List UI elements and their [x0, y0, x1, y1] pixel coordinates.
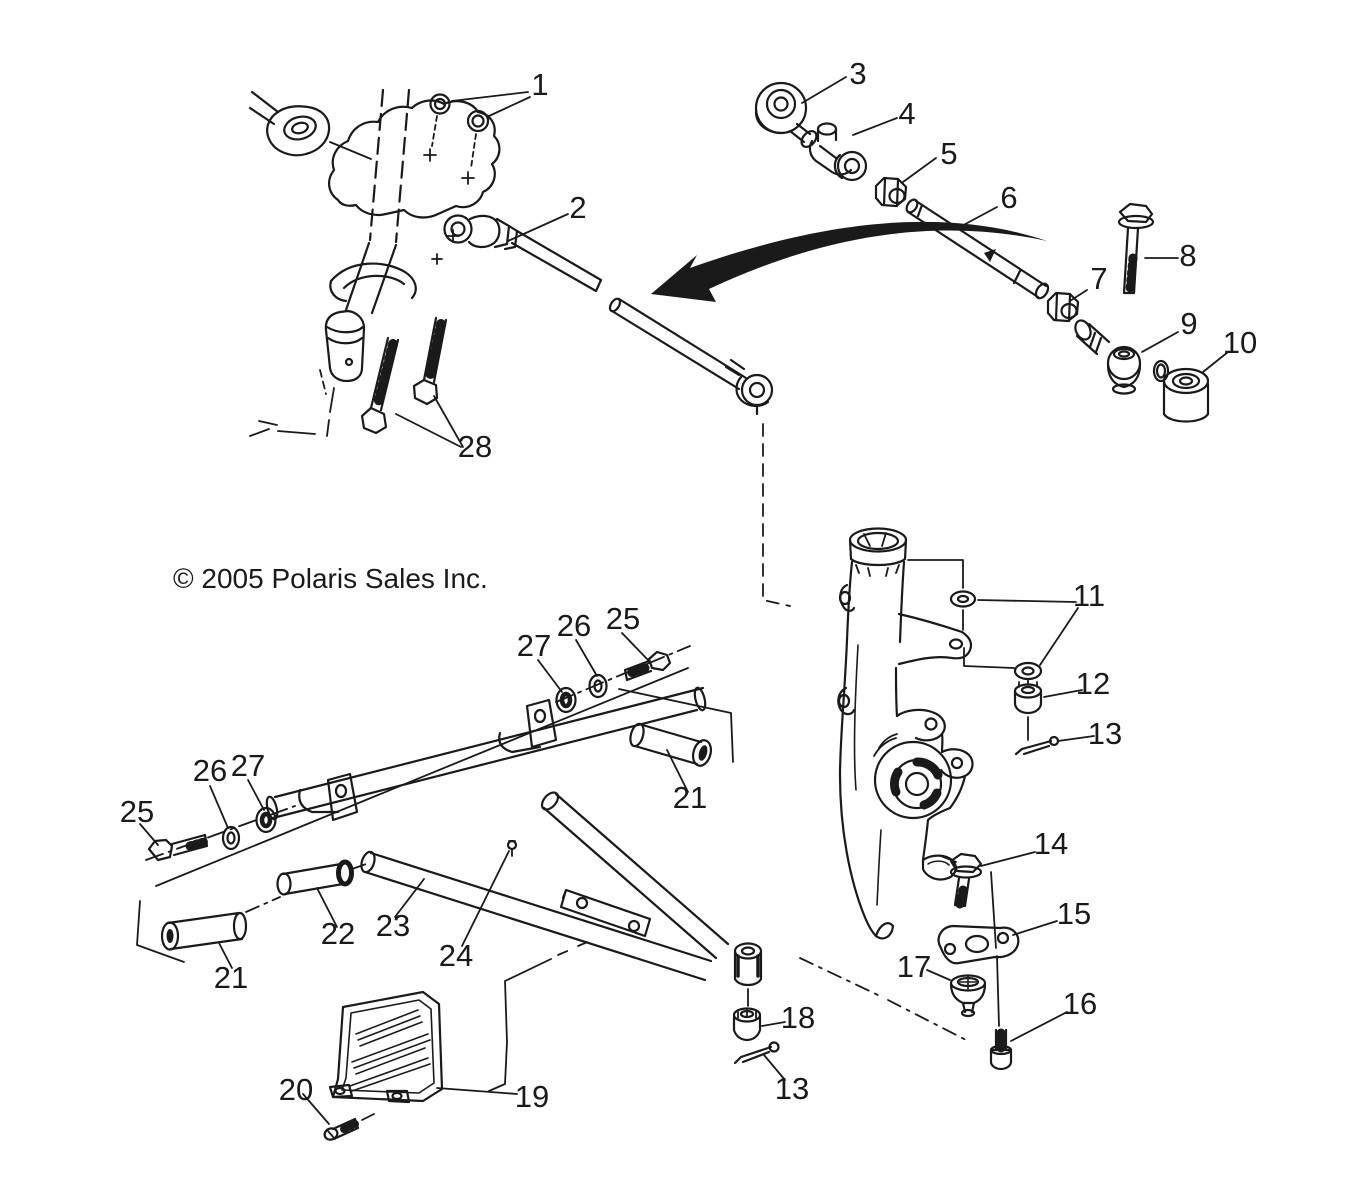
leader-lines-a-arm — [139, 632, 786, 1081]
strut-mount-plate — [328, 99, 501, 219]
frame-reference-lines — [155, 369, 689, 887]
callout-3-label: 3 — [849, 56, 866, 91]
assembly-axis — [799, 957, 967, 1041]
retainer-plate-15 — [937, 924, 1020, 965]
leader-20 — [302, 1093, 330, 1125]
callout-18-label: 18 — [781, 1000, 815, 1035]
callout-27-left-label: 27 — [231, 748, 265, 783]
callout-7-label: 7 — [1090, 261, 1107, 296]
callout-21-left-label: 21 — [214, 960, 248, 995]
guard-screw-20 — [323, 1113, 375, 1141]
callout-2-label: 2 — [569, 190, 586, 225]
leader-lines-14-17 — [926, 851, 1068, 1042]
leader-19 — [436, 1087, 518, 1095]
a-arm-tubes — [360, 791, 730, 982]
callout-21-right-label: 21 — [673, 780, 707, 815]
callout-25-top-label: 25 — [606, 601, 640, 636]
cotter-pin-lower — [733, 1041, 780, 1065]
callout-labels: 1 2 3 4 5 6 7 8 9 10 11 12 13 14 15 16 1… — [120, 56, 1257, 1114]
tie-rod-shaft — [608, 297, 774, 416]
callout-17-label: 17 — [897, 949, 931, 984]
steering-knuckle — [837, 527, 1095, 940]
tie-rod-outer-end — [443, 214, 603, 293]
leader-1 — [451, 91, 531, 117]
callout-26-top-label: 26 — [557, 608, 591, 643]
callout-27-top-label: 27 — [517, 628, 551, 663]
callout-25-left-label: 25 — [120, 794, 154, 829]
callout-6-label: 6 — [1000, 180, 1017, 215]
pinch-bolt-14 — [949, 852, 983, 909]
a-arm-assembly — [136, 632, 786, 1081]
callout-12-label: 12 — [1076, 666, 1110, 701]
callout-5-label: 5 — [940, 136, 957, 171]
grease-fitting-24 — [506, 839, 518, 857]
callout-13-upper-label: 13 — [1088, 716, 1122, 751]
strut-mount-nuts — [429, 93, 490, 169]
a-arm-guard — [302, 940, 591, 1141]
callout-14-label: 14 — [1034, 826, 1068, 861]
guard-bracket-dashes — [557, 940, 591, 956]
callout-23-label: 23 — [376, 908, 410, 943]
ball-joint-9 — [1074, 319, 1142, 395]
spindle-hardware — [907, 559, 1060, 756]
tie-rod-6 — [905, 198, 1050, 300]
callout-26-left-label: 26 — [193, 753, 227, 788]
leader-28 — [395, 395, 464, 448]
apex-bushing — [733, 942, 763, 1007]
pivot-shaft-right — [618, 688, 734, 767]
strut-body — [324, 241, 398, 437]
strut-assembly — [248, 88, 791, 607]
pivot-bolt-top — [555, 650, 672, 714]
callout-11-label: 11 — [1073, 578, 1105, 613]
callout-15-label: 15 — [1057, 896, 1091, 931]
sleeve-22 — [276, 859, 354, 896]
callout-19-label: 19 — [515, 1079, 549, 1114]
guard-slats — [349, 1009, 431, 1092]
pivot-tube — [265, 686, 707, 822]
callout-9-label: 9 — [1180, 306, 1197, 341]
callout-24-label: 24 — [439, 938, 473, 973]
direction-arrow — [651, 221, 1047, 302]
guard-bracket-line — [488, 958, 552, 1092]
rod-end-ring-3 — [754, 81, 818, 148]
pivot-shaft-left — [136, 900, 248, 963]
callout-22-label: 22 — [321, 916, 355, 951]
callout-1-label: 1 — [531, 67, 548, 102]
joint-4 — [808, 122, 868, 182]
leader-lines-11-13 — [977, 599, 1095, 742]
stud-center-marks — [423, 148, 475, 265]
callout-16-label: 16 — [1063, 986, 1097, 1021]
tie-rod-exploded-parts — [754, 76, 1229, 423]
strut-bolts — [360, 316, 448, 435]
jam-nut-5 — [874, 176, 908, 208]
flange-bolt-8 — [1117, 202, 1155, 295]
copyright-text: © 2005 Polaris Sales Inc. — [173, 563, 488, 594]
callout-10-label: 10 — [1223, 325, 1257, 360]
jam-nut-7 — [1046, 291, 1080, 323]
castle-nut-18 — [732, 1007, 762, 1042]
pivot-bolt-left — [147, 806, 277, 862]
callout-20-label: 20 — [279, 1072, 313, 1107]
ball-joint-17 — [949, 974, 987, 1018]
callout-13-lower-label: 13 — [775, 1071, 809, 1106]
leader-lines-3-10 — [801, 76, 1229, 373]
bolt-16 — [989, 1028, 1013, 1071]
bushing-10 — [1152, 359, 1210, 423]
spring-seat — [329, 262, 417, 303]
callout-28-label: 28 — [458, 429, 492, 464]
leader-2 — [507, 213, 569, 242]
callout-4-label: 4 — [898, 96, 915, 131]
callout-8-label: 8 — [1179, 238, 1196, 273]
ball-joint-hardware — [799, 851, 1068, 1071]
inner-tie-rod-end — [248, 90, 372, 160]
